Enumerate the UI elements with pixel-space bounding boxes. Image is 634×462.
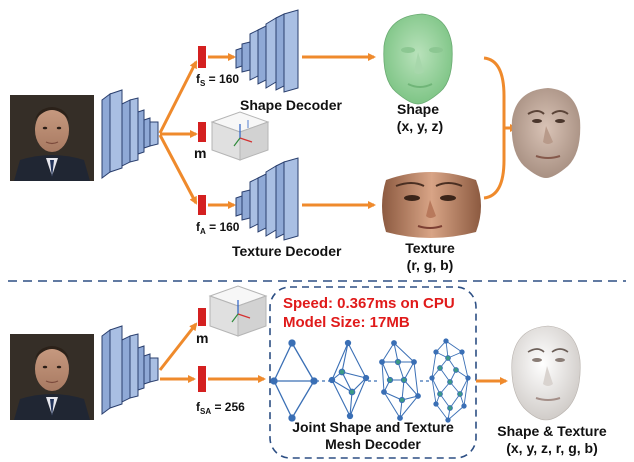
mesh-graph-level-2 [328,339,370,420]
texture-output-title: Texture [405,240,455,256]
mesh-graph-level-1 [270,339,318,422]
merge-bracket [483,56,506,200]
joint-output-face [511,325,581,421]
m-label-top: m [194,145,206,161]
mesh-graph-level-3 [379,340,421,421]
texture-decoder-label: Texture Decoder [232,243,342,259]
mesh-graph-level-4 [429,338,471,423]
fused-output-face [511,88,581,178]
texture-output-map [382,172,481,238]
fsa-code-block [198,366,206,392]
speed-text: Speed: 0.367ms on CPU [283,295,455,312]
shape-output-title: Shape [397,101,439,117]
camera-cube-icon [210,111,270,161]
fs-label: fS = 160 [196,72,239,88]
texture-output-coords: (r, g, b) [407,257,454,273]
decoder-label-line1: Joint Shape and Texture [292,419,454,435]
joint-output-title: Shape & Texture [497,423,607,439]
m-label-bottom: m [196,330,208,346]
shape-decoder-label: Shape Decoder [240,97,342,113]
shape-output-face [383,13,453,105]
shape-decoder-layers [235,9,299,93]
shape-output-coords: (x, y, z) [397,118,443,134]
fsa-label: fSA = 256 [196,400,245,416]
camera-cube-icon-bottom [208,285,268,337]
m-code-block [198,122,206,142]
decoder-label-line2: Mesh Decoder [325,436,421,452]
shape-code-block [198,46,206,68]
m-code-block-bottom [198,308,206,326]
arrow-to-m-code-bottom [158,322,198,371]
input-face-photo-top [10,95,94,181]
input-face-photo-bottom [10,334,94,420]
joint-output-coords: (x, y, z, r, g, b) [506,440,598,456]
model-size-text: Model Size: 17MB [283,314,410,331]
arrow-to-shape-code [158,60,198,134]
fa-label: fA = 160 [196,220,240,236]
arrow-to-texture-code [158,134,198,205]
texture-decoder-layers [235,157,299,241]
texture-code-block [198,195,206,215]
encoder-layers-top [101,89,159,179]
encoder-layers-bottom [101,325,159,415]
